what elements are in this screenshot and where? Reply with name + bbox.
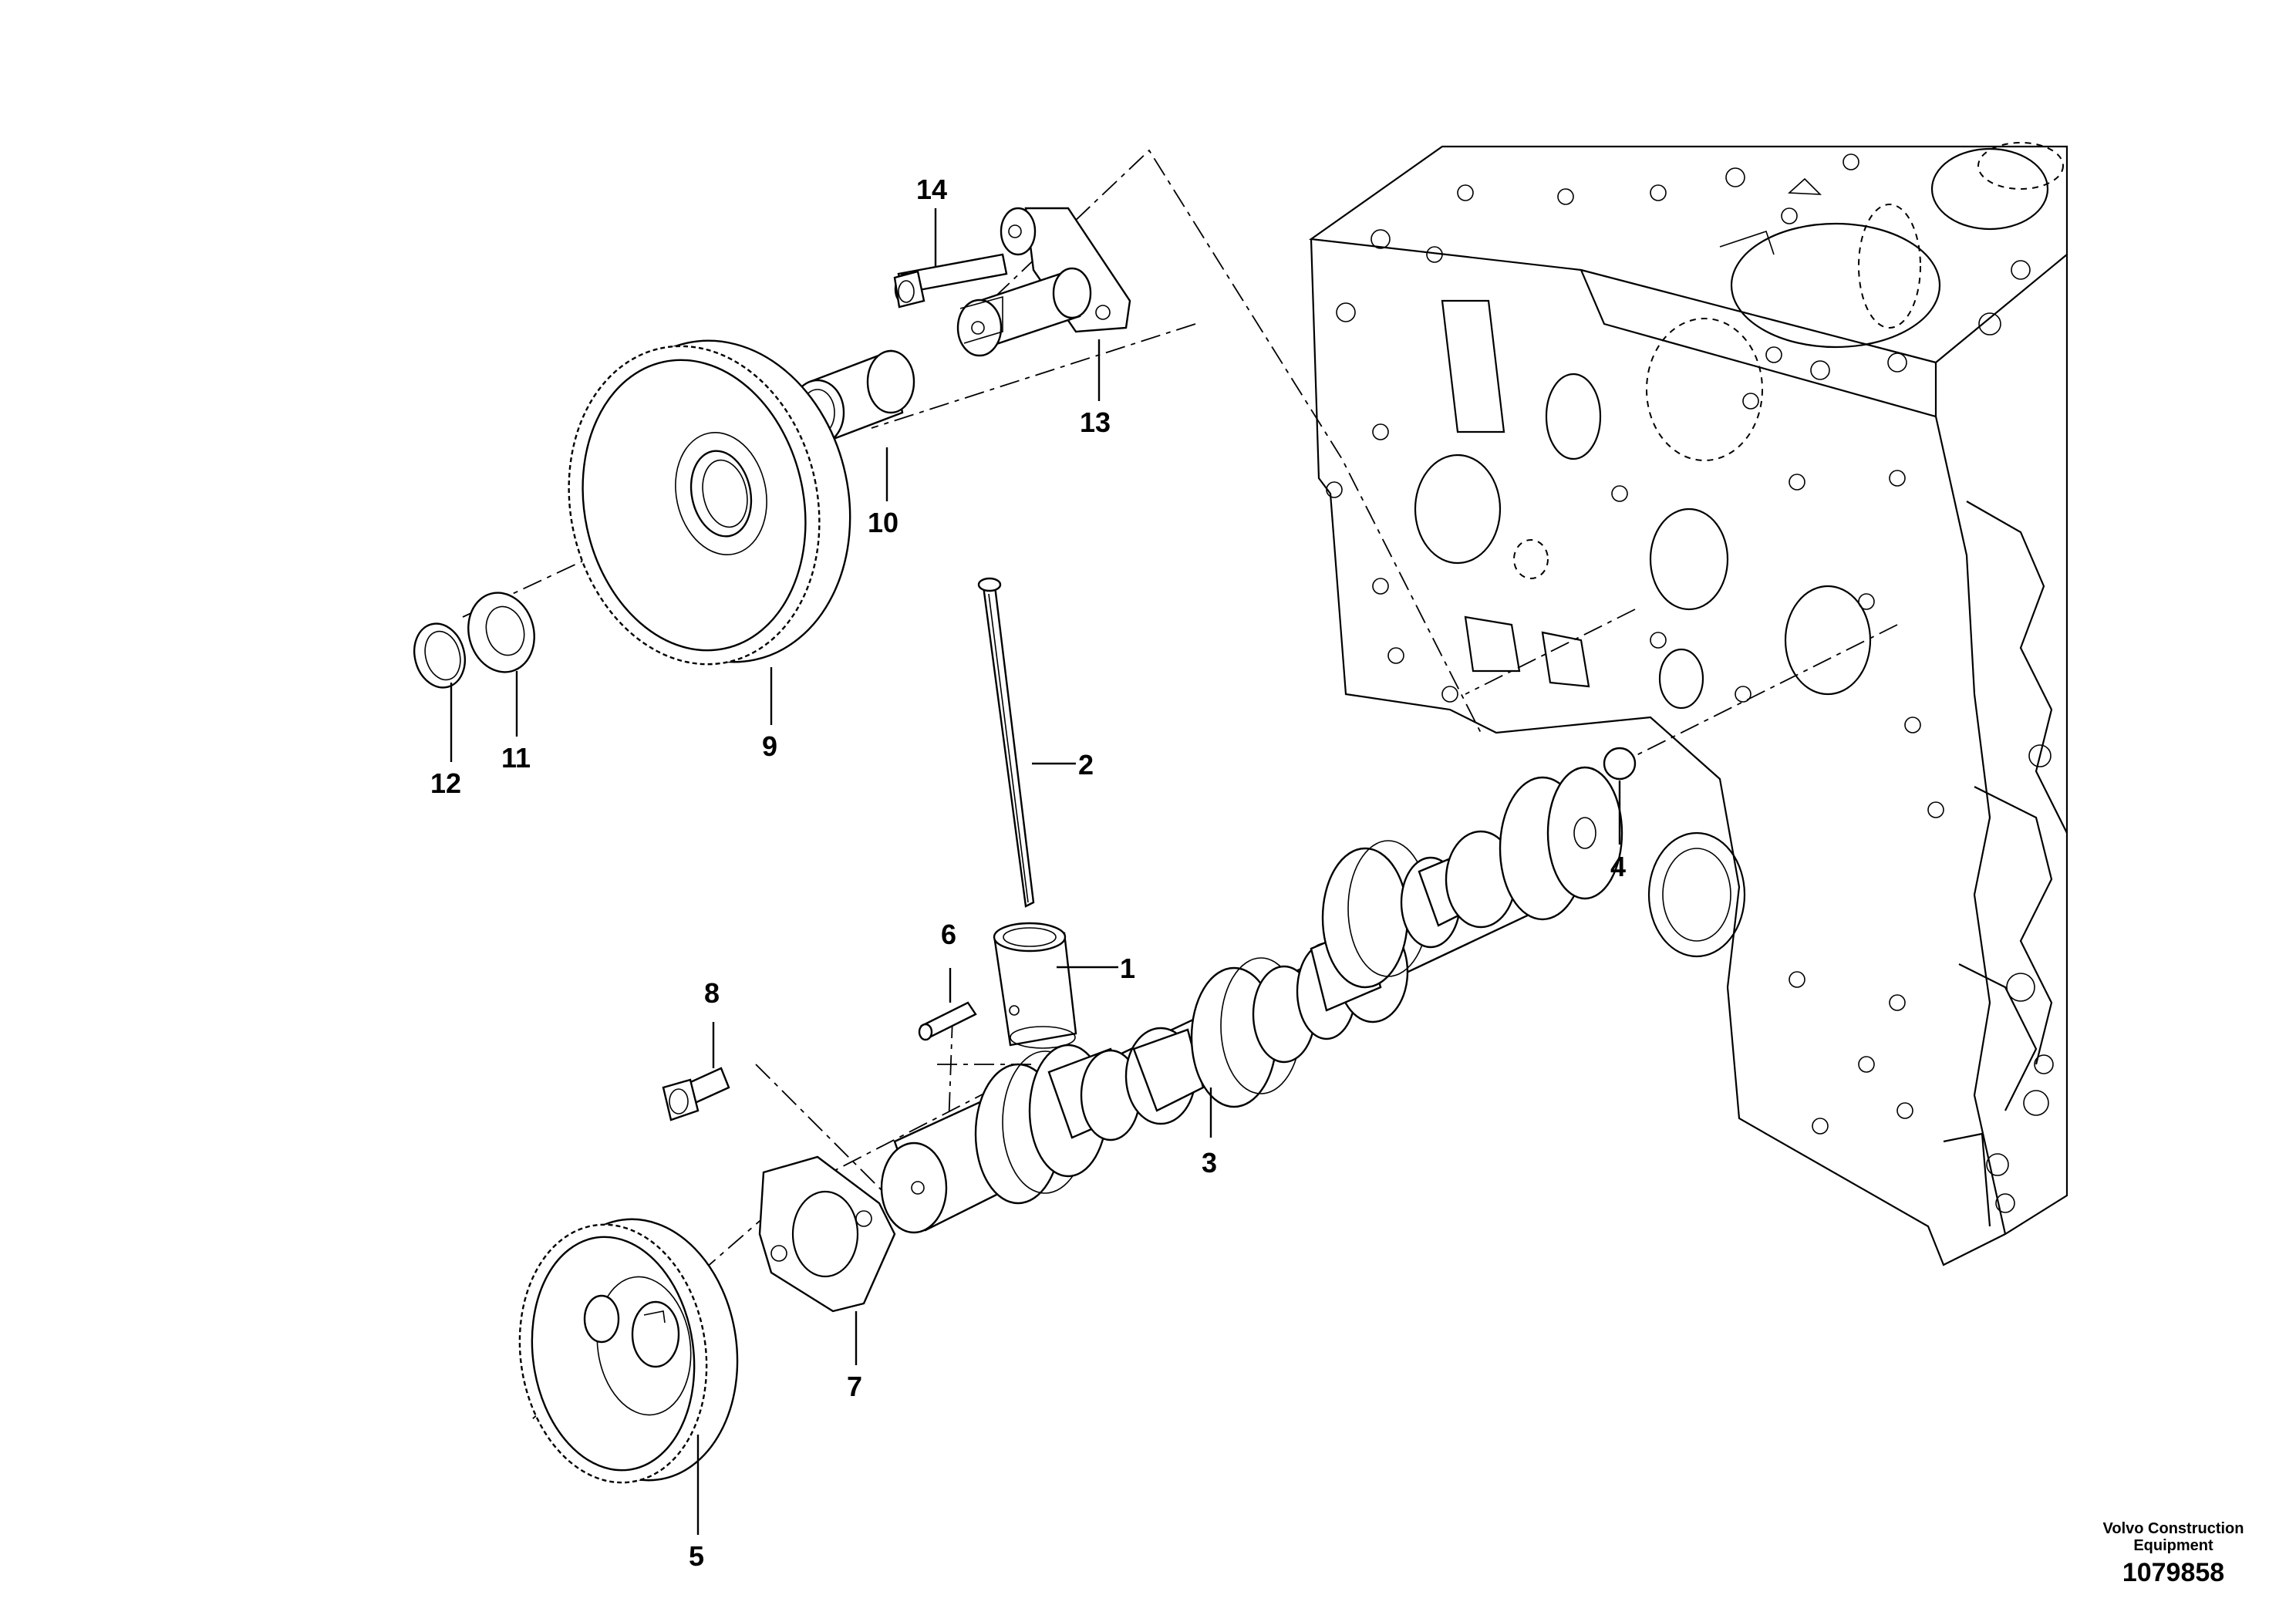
part-6-key [918,1001,977,1041]
callout-5: 5 [689,1540,704,1572]
callouts: 1 2 3 4 5 6 7 8 9 10 11 12 13 14 [430,174,1626,1572]
callout-11: 11 [501,742,531,774]
part-13-idler-shaft [956,207,1131,357]
leader-lines [450,208,1621,1535]
part-7-thrust-plate [758,1155,896,1313]
callout-3: 3 [1202,1147,1217,1179]
callout-14: 14 [916,174,947,205]
callout-9: 9 [762,730,777,762]
callout-1: 1 [1120,953,1135,984]
part-8-bolt [662,1067,730,1121]
part-9-idler-gear [568,339,851,666]
part-14-bolt [893,253,1008,309]
part-4-ball [1603,747,1637,781]
part-2-push-rod [977,577,1035,908]
callout-13: 13 [1080,406,1111,438]
drawing-id-block: Volvo Construction Equipment 1079858 [2103,1520,2244,1587]
brand-line-2: Equipment [2133,1537,2213,1554]
callout-8: 8 [704,977,720,1009]
drawing-number: 1079858 [2122,1558,2224,1587]
engine-block [1309,142,2068,1266]
part-1-tappet [993,922,1077,1049]
callout-4: 4 [1610,851,1626,882]
part-11-washer [467,592,535,673]
callout-10: 10 [868,507,899,538]
callout-7: 7 [847,1371,862,1402]
callout-6: 6 [941,919,956,950]
part-3-camshaft [880,766,1623,1234]
brand-line-1: Volvo Construction [2103,1520,2244,1537]
center-lines [462,149,1898,1420]
part-5-cam-gear [518,1218,739,1484]
part-12-snap-ring [413,622,466,689]
callout-2: 2 [1078,749,1094,781]
callout-12: 12 [430,767,461,799]
